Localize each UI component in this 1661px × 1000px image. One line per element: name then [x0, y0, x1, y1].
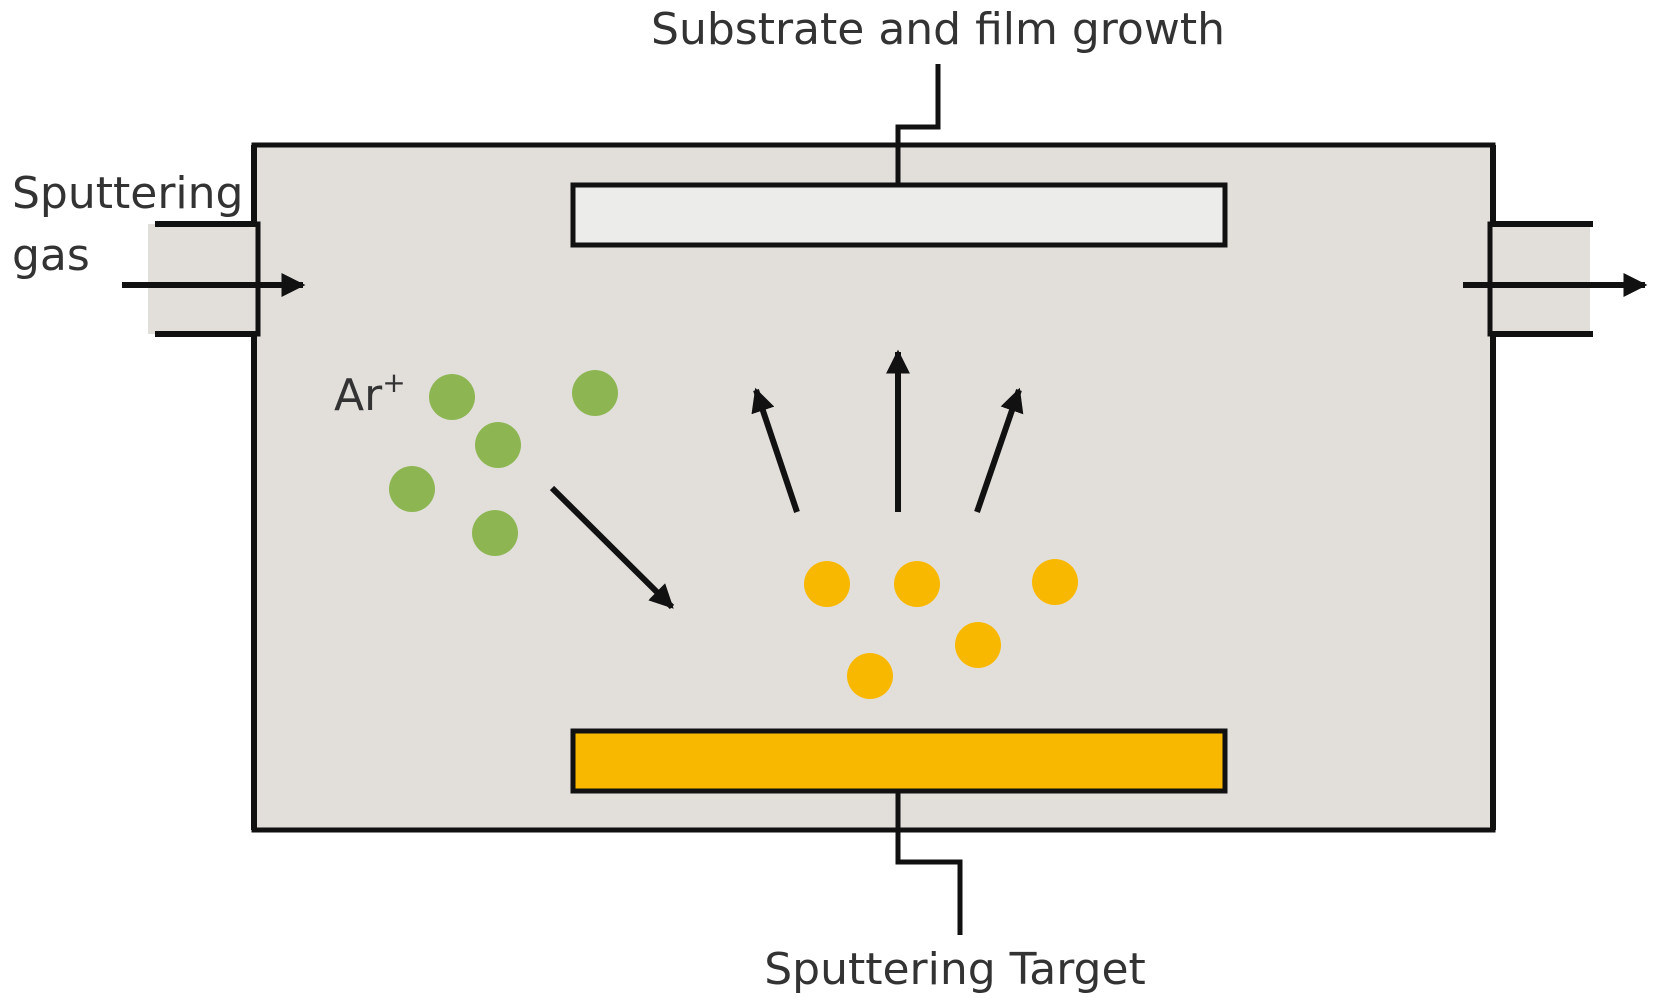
gas-outlet-pipe [1490, 224, 1590, 334]
ion-trajectory-arrow [549, 485, 675, 610]
sputtered-particle [804, 561, 850, 607]
gas-inlet-pipe [148, 224, 258, 334]
ion-particle [475, 422, 521, 468]
ar-ion-symbol: Ar [334, 370, 383, 421]
ejection-arrow-left [751, 387, 800, 513]
substrate-label: Substrate and film growth [651, 4, 1225, 55]
sputtering-target [570, 728, 1228, 794]
ar-ion-label: Ar+ [334, 366, 406, 421]
sputtering-gas-label-line2: gas [12, 230, 90, 281]
inlet-pipe-top-wall [155, 145, 257, 227]
sputtered-particle [955, 622, 1001, 668]
sputtered-particle [894, 561, 940, 607]
ion-particle [389, 466, 435, 512]
ion-particle [572, 370, 618, 416]
ejection-arrow-right [974, 387, 1024, 513]
substrate-holder [570, 182, 1228, 248]
sputtering-target-label: Sputtering Target [764, 944, 1146, 995]
sputtering-gas-label-line1: Sputtering [12, 168, 243, 219]
vacuum-chamber [251, 142, 1496, 833]
substrate-lead-wire [895, 64, 941, 185]
outlet-pipe-top-wall [1490, 145, 1593, 227]
outlet-pipe-bottom-wall [1490, 331, 1593, 830]
sputtered-particle [847, 653, 893, 699]
inlet-pipe-bottom-wall [155, 331, 257, 830]
target-lead-wire [895, 791, 963, 935]
ion-particle [429, 374, 475, 420]
sputtered-particle [1032, 559, 1078, 605]
ion-particle [472, 510, 518, 556]
ar-ion-charge: + [382, 366, 405, 399]
